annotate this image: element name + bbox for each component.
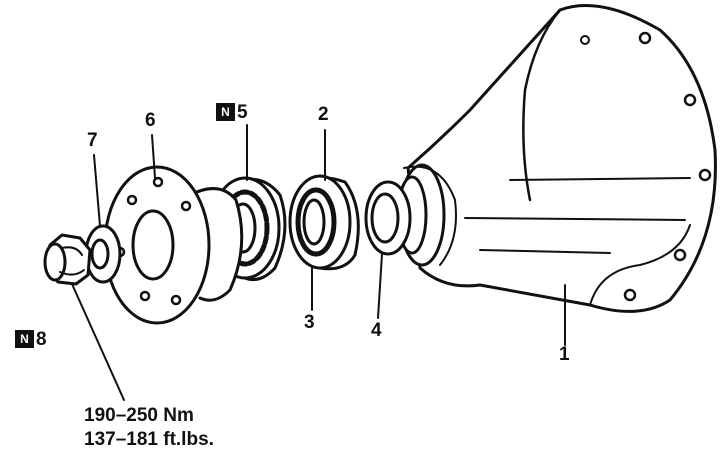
- torque-spec: 190–250 Nm 137–181 ft.lbs.: [84, 404, 214, 452]
- torque-nm: 190–250 Nm: [84, 405, 194, 426]
- callout-1: 1: [559, 344, 570, 365]
- torque-ftlbs: 137–181 ft.lbs.: [84, 429, 214, 450]
- callout-3: 3: [304, 312, 315, 333]
- callout-6: 6: [145, 110, 156, 131]
- bearing-part-2-3: [288, 174, 360, 271]
- callout-2: 2: [318, 104, 329, 125]
- housing-part-1: [396, 4, 717, 313]
- callout-8-number: 8: [36, 329, 47, 350]
- callout-7: 7: [87, 130, 98, 151]
- n-replace-icon: N: [15, 330, 34, 348]
- flange-part-6: [103, 165, 244, 325]
- seal-ring-part-4: [364, 180, 412, 256]
- nut-part-8: [43, 233, 92, 286]
- n-replace-icon: N: [216, 103, 235, 121]
- callout-4: 4: [371, 320, 382, 341]
- callout-5-number: 5: [237, 102, 248, 123]
- leader-lines: [71, 124, 566, 401]
